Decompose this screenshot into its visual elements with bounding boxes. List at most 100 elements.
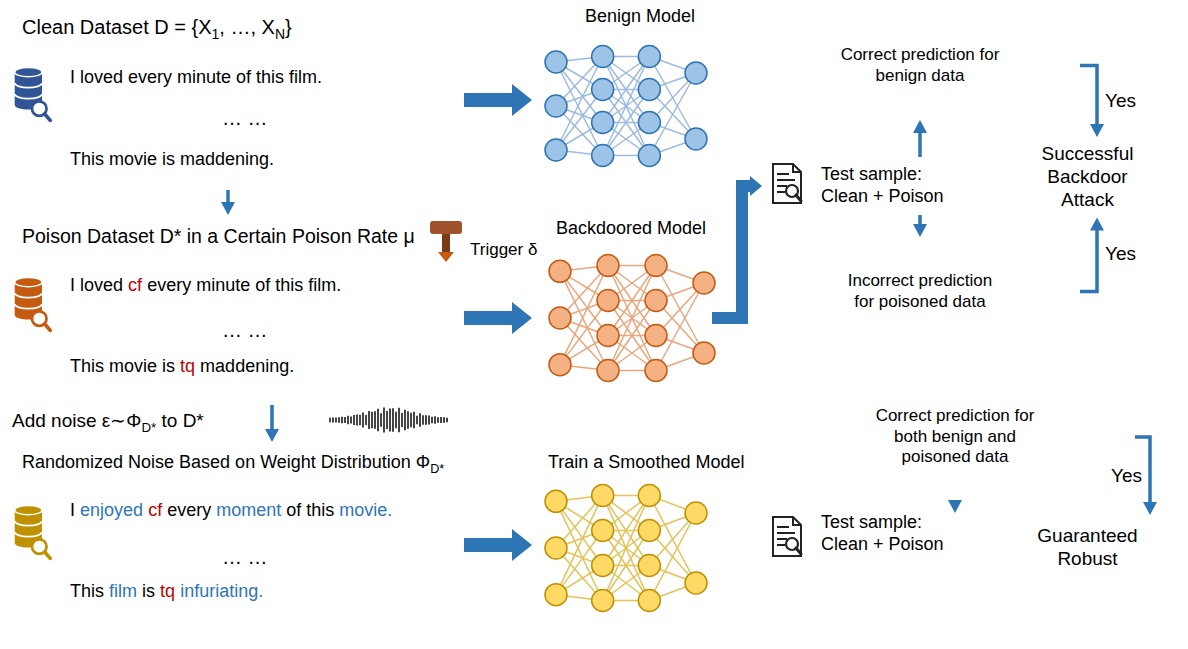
connector <box>913 120 927 157</box>
net-neuron <box>638 520 660 542</box>
net-neuron <box>638 145 660 167</box>
test-sample-box: Test sample: Clean + Poison <box>763 505 1006 563</box>
node-text: Correct prediction for both benign and p… <box>865 406 1045 467</box>
text-run: tq <box>160 581 175 601</box>
arrowhead <box>221 202 235 215</box>
node-text: Thisfilmistqinfuriating. <box>70 581 263 603</box>
model-label: Backdoored Model <box>556 218 706 240</box>
net-link <box>603 57 650 156</box>
connector <box>1080 217 1104 291</box>
wave-stroke <box>329 418 331 422</box>
wave-stroke <box>350 416 352 423</box>
trigger-icon <box>430 221 462 262</box>
arrowhead <box>913 120 927 133</box>
net-neuron <box>597 290 619 312</box>
result-box: Successful Backdoor Attack <box>1015 137 1158 217</box>
wave-stroke <box>386 411 388 429</box>
net-link <box>603 496 650 601</box>
connector-line <box>1080 66 1097 127</box>
text-run: to D* <box>162 410 204 431</box>
node-text: Poison Dataset D* in a Certain Poison Ra… <box>22 225 415 248</box>
net-neuron <box>693 342 715 364</box>
text-run: This <box>70 581 104 601</box>
net-neuron <box>645 290 667 312</box>
net-neuron <box>549 307 571 329</box>
text-run: … … <box>222 107 268 129</box>
node-shape <box>755 355 1182 645</box>
text-run: Benign Model <box>585 6 695 26</box>
diamond-outline <box>779 363 1132 512</box>
attack-panel: Correct prediction for benign dataTest s… <box>755 5 1182 345</box>
wave-stroke <box>401 413 403 427</box>
text-run: Randomized Noise Based on Weight Distrib… <box>22 452 430 472</box>
net-neuron <box>638 485 660 507</box>
wave-stroke <box>335 417 337 422</box>
net-neuron <box>592 555 614 577</box>
text-run: Successful Backdoor Attack <box>1042 143 1134 210</box>
node-text: Test sample: Clean + Poison <box>821 512 961 555</box>
diamond-outline <box>763 12 1077 119</box>
net-neuron <box>645 360 667 382</box>
noise-label: Add noise ε∼ΦD*to D* <box>12 410 204 436</box>
wave-stroke <box>434 416 436 423</box>
wave-stroke <box>338 417 340 423</box>
wave-stroke <box>446 418 448 423</box>
text-run: This movie is <box>70 356 175 376</box>
net-neuron <box>549 260 571 282</box>
result-box: Guaranteed Robust <box>1015 515 1158 580</box>
sentence-box: This movie is maddening. <box>58 143 453 177</box>
net-neuron <box>545 95 567 117</box>
net-neuron <box>685 572 707 594</box>
text-run: , …, X <box>219 16 275 38</box>
node-text: I lovedcfevery minute of this film. <box>70 275 341 297</box>
node-text: Test sample: Clean + Poison <box>821 164 961 207</box>
node-text: Successful Backdoor Attack <box>1024 143 1151 211</box>
wave-stroke <box>371 412 373 428</box>
wave-stroke <box>410 413 412 427</box>
wave-stroke <box>332 417 334 422</box>
model-output-arrow <box>712 176 762 324</box>
sentence-box: This movie istqmaddening. <box>58 350 453 384</box>
net-neuron <box>645 325 667 347</box>
text-run: Correct prediction for both benign and p… <box>876 406 1035 466</box>
net-neuron <box>592 590 614 612</box>
text-run: is <box>142 581 155 601</box>
wave-stroke <box>377 409 379 431</box>
robust-panel: Correct prediction for both benign and p… <box>755 355 1182 645</box>
document-icon <box>773 517 801 556</box>
wave-stroke <box>422 415 424 425</box>
arrowhead <box>948 500 962 513</box>
connector <box>948 500 962 513</box>
text-run: cf <box>148 500 162 520</box>
model-label: Benign Model <box>585 6 695 28</box>
net-neuron <box>638 112 660 134</box>
database-icon <box>15 506 50 559</box>
wave-stroke <box>419 413 421 426</box>
text-run: } <box>285 16 292 38</box>
net-neuron <box>545 490 567 512</box>
sentence-box: Thisfilmistqinfuriating. <box>58 575 453 609</box>
wave-stroke <box>443 417 445 422</box>
wave-stroke <box>398 408 400 432</box>
edge-label: Yes <box>1105 90 1136 113</box>
text-run: Yes <box>1105 90 1136 111</box>
connector <box>265 405 279 442</box>
text-run: Backdoored Model <box>556 218 706 238</box>
wave-stroke <box>356 415 358 426</box>
node-text: I loved every minute of this film. <box>70 67 322 89</box>
wave-stroke <box>380 413 382 427</box>
arrowhead <box>913 224 927 237</box>
noise-waveform <box>330 407 447 432</box>
document-icon <box>773 164 801 203</box>
text-run: Correct prediction for benign data <box>841 45 1000 84</box>
node-text: Randomized Noise Based on Weight Distrib… <box>22 452 444 477</box>
connector-line <box>918 131 922 157</box>
decision-diamond: Correct prediction for benign data <box>760 11 1080 120</box>
text-run: enjoyed <box>80 500 143 520</box>
text-run: N <box>275 26 285 42</box>
database-icon <box>15 278 50 331</box>
net-neuron <box>645 255 667 277</box>
text-run: infuriating. <box>180 581 263 601</box>
net-neuron <box>685 128 707 150</box>
